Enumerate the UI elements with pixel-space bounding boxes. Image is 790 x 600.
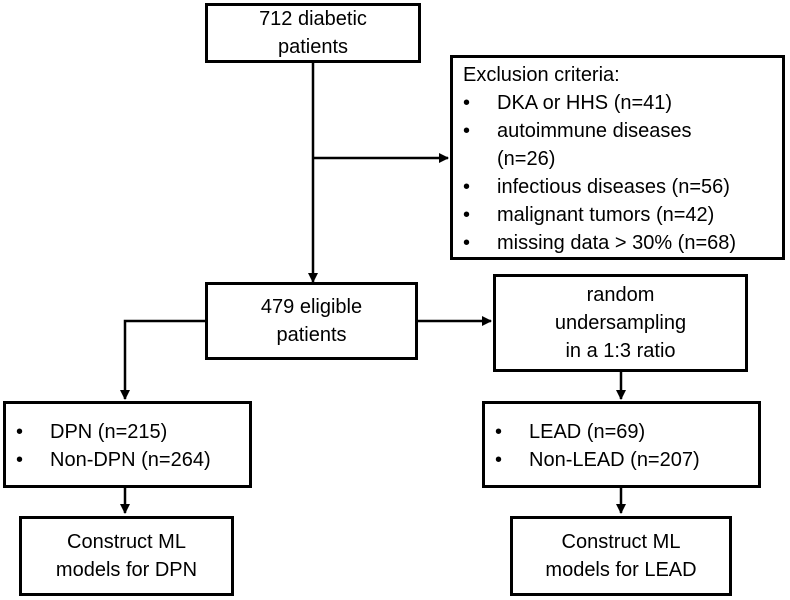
start-line-2: patients xyxy=(277,36,349,58)
exclusion-title: Exclusion criteria: xyxy=(463,64,620,86)
undersampling-line-2: undersampling xyxy=(554,312,687,334)
eligible-line-1: 479 eligible xyxy=(260,296,363,318)
dpn-groups-box: • DPN (n=215) • Non-DPN (n=264) xyxy=(3,401,252,488)
start-line-1: 712 diabetic xyxy=(259,8,367,30)
exclusion-item: • missing data > 30% (n=68) xyxy=(457,229,736,257)
lead-model-box: Construct ML models for LEAD xyxy=(510,516,732,596)
exclusion-item: • malignant tumors (n=42) xyxy=(457,201,736,229)
undersampling-line-3: in a 1:3 ratio xyxy=(565,340,676,362)
group-item: • DPN (n=215) xyxy=(10,418,211,446)
exclusion-item: • DKA or HHS (n=41) xyxy=(457,89,736,117)
exclusion-item-continuation: (n=26) xyxy=(497,148,556,170)
lead-model-line-2: models for LEAD xyxy=(545,559,697,581)
eligible-box: 479 eligible patients xyxy=(205,282,418,360)
group-item: • Non-DPN (n=264) xyxy=(10,446,211,474)
undersampling-box: random undersampling in a 1:3 ratio xyxy=(493,274,748,372)
bullet-icon: • xyxy=(463,176,471,198)
start-box: 712 diabetic patients xyxy=(205,3,421,63)
bullet-icon: • xyxy=(463,204,471,226)
eligible-line-2: patients xyxy=(276,324,347,346)
exclusion-item: • infectious diseases (n=56) xyxy=(457,173,736,201)
group-item: • Non-LEAD (n=207) xyxy=(489,446,700,474)
exclusion-box: Exclusion criteria: • DKA or HHS (n=41) … xyxy=(450,55,785,260)
bullet-icon: • xyxy=(16,421,24,443)
exclusion-item: • autoimmune diseases xyxy=(457,117,736,145)
lead-groups-box: • LEAD (n=69) • Non-LEAD (n=207) xyxy=(482,401,761,488)
bullet-icon: • xyxy=(463,232,471,254)
bullet-icon: • xyxy=(495,421,503,443)
group-item: • LEAD (n=69) xyxy=(489,418,700,446)
lead-model-line-1: Construct ML xyxy=(561,531,681,553)
dpn-model-line-1: Construct ML xyxy=(67,531,186,553)
dpn-model-box: Construct ML models for DPN xyxy=(19,516,234,596)
bullet-icon: • xyxy=(463,120,471,142)
undersampling-line-1: random xyxy=(586,284,655,306)
dpn-model-line-2: models for DPN xyxy=(55,559,198,581)
bullet-icon: • xyxy=(16,449,24,471)
bullet-icon: • xyxy=(463,92,471,114)
bullet-icon: • xyxy=(495,449,503,471)
